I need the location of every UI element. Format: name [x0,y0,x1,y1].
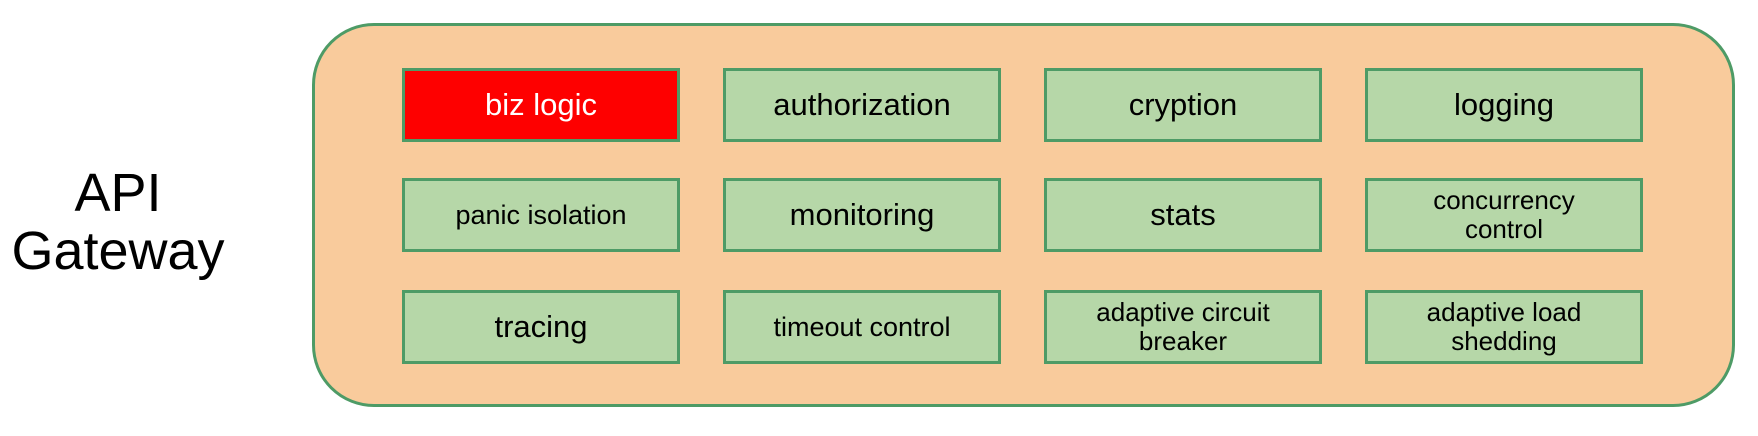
api-gateway-title: API Gateway [11,163,225,281]
module-panic-isolation: panic isolation [402,178,680,252]
module-cryption: cryption [1044,68,1322,142]
module-timeout-control: timeout control [723,290,1001,364]
module-adaptive-load-shedding: adaptive load shedding [1365,290,1643,364]
module-adaptive-circuit-breaker: adaptive circuit breaker [1044,290,1322,364]
api-gateway-container: biz logic authorization cryption logging… [312,23,1735,407]
module-authorization: authorization [723,68,1001,142]
module-stats: stats [1044,178,1322,252]
module-monitoring: monitoring [723,178,1001,252]
module-logging: logging [1365,68,1643,142]
module-tracing: tracing [402,290,680,364]
module-biz-logic: biz logic [402,68,680,142]
module-concurrency-control: concurrency control [1365,178,1643,252]
